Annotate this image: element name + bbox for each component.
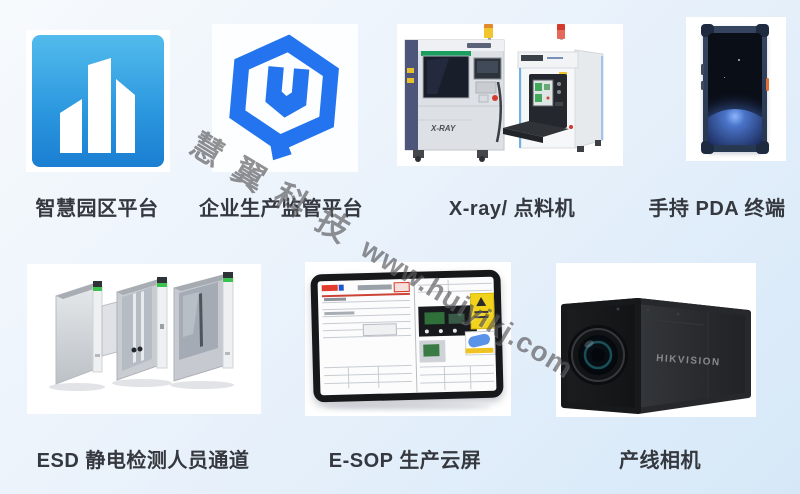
- glass-wing: [101, 301, 118, 357]
- product-label-production-platform: 企业生产监管平台: [199, 198, 363, 220]
- card-pda: [686, 17, 786, 161]
- green-led-indicator: [223, 278, 233, 282]
- smart-park-icon: [32, 35, 164, 167]
- camera-lens: [568, 325, 628, 385]
- emergency-button: [492, 95, 498, 101]
- doc-sketch: [362, 323, 397, 337]
- pda-device: [701, 24, 769, 154]
- card-esd-gate: [27, 264, 261, 414]
- buildings-icon: [60, 58, 135, 153]
- product-label-camera: 产线相机: [619, 450, 701, 472]
- camera-brand-text: HIKVISION: [656, 353, 721, 368]
- product-label-esd: ESD 静电检测人员通道: [36, 450, 250, 472]
- camera-image: HIKVISION: [561, 298, 751, 414]
- pda-screen: [708, 33, 762, 145]
- card-production-platform: [212, 24, 358, 172]
- parts-counter-machine: [503, 24, 604, 152]
- card-smart-park: [26, 30, 170, 172]
- doc-title-bar: [357, 284, 392, 291]
- product-label-esop: E-SOP 生产云屏: [328, 450, 482, 472]
- product-label-xray: X-ray/ 点料机: [448, 198, 576, 220]
- xray-machine: X-RAY: [404, 24, 505, 162]
- gate-left: [49, 281, 105, 391]
- gate-middle: [101, 277, 172, 387]
- card-camera: HIKVISION: [556, 263, 756, 417]
- esop-tablet: [310, 269, 504, 403]
- esd-gates-image: [49, 272, 234, 391]
- pda-power-button: [766, 78, 769, 91]
- green-status-strip: [421, 51, 471, 56]
- xray-machine-text: X-RAY: [430, 124, 456, 133]
- feed-tray: [503, 121, 569, 137]
- xray-machines-image: X-RAY: [404, 24, 604, 162]
- hexagon-wrench-logo: [229, 34, 339, 161]
- green-led-indicator: [93, 287, 102, 291]
- gate-right: [170, 272, 234, 389]
- pda-volume-button: [701, 64, 704, 75]
- pda-scan-button: [701, 81, 704, 90]
- green-led-indicator: [157, 283, 167, 287]
- card-xray: X-RAY: [397, 24, 623, 166]
- doc-red-stamp: [393, 281, 410, 293]
- warning-triangle-icon: [476, 296, 487, 307]
- earth-wallpaper: [708, 109, 762, 145]
- product-label-smart-park: 智慧园区平台: [35, 198, 159, 220]
- esop-document: [317, 276, 497, 396]
- product-label-pda: 手持 PDA 终端: [648, 198, 786, 220]
- card-esop: [305, 262, 511, 416]
- doc-logo: [321, 284, 338, 292]
